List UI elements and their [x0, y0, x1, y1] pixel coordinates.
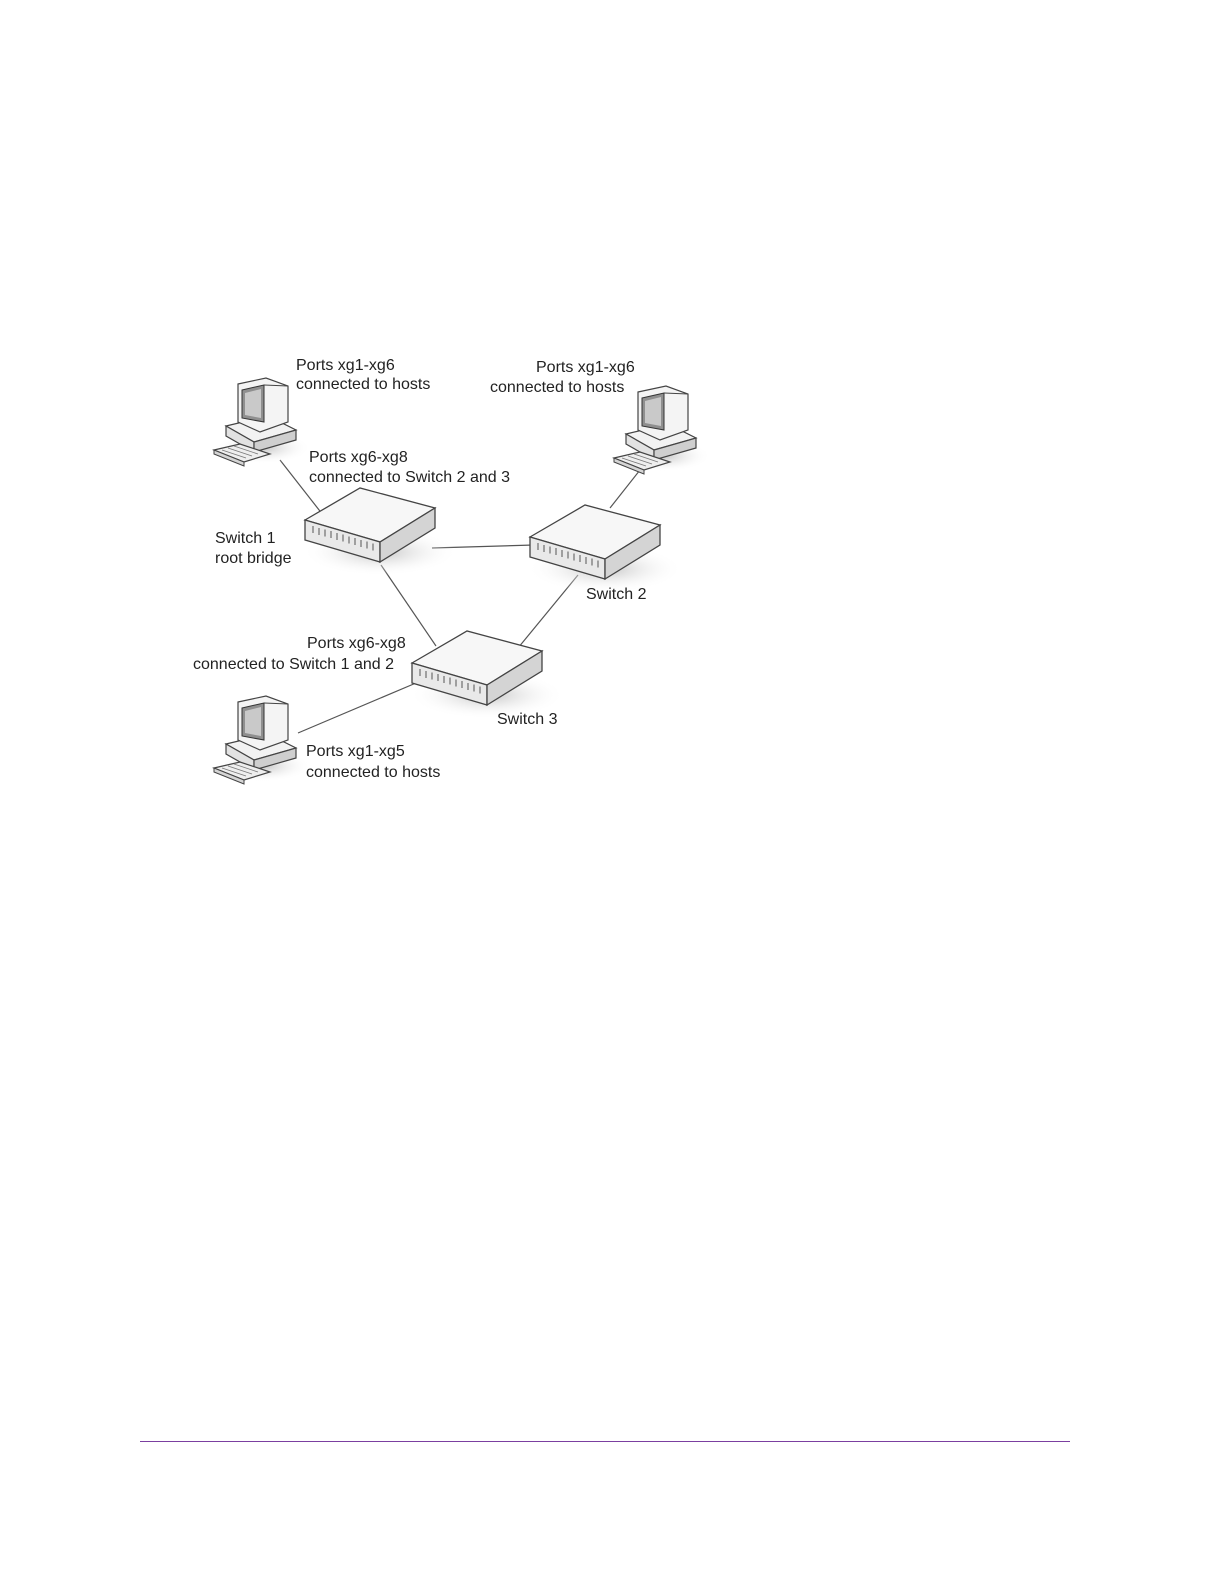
- host-3-desktop-computer-icon: [214, 696, 311, 784]
- footer-divider: [140, 1441, 1070, 1442]
- link-host2-switch2: [610, 470, 640, 508]
- link-switch1-switch3: [381, 565, 436, 646]
- label-switch3-host-ports: Ports xg1-xg5 connected to hosts: [306, 743, 440, 781]
- label-switch1-uplink-ports: Ports xg6-xg8 connected to Switch 2 and …: [309, 449, 510, 486]
- label-switch3-name: Switch 3: [497, 711, 558, 728]
- label-switch2-name: Switch 2: [586, 586, 647, 603]
- link-host3-switch3: [298, 683, 416, 733]
- label-switch1-name: Switch 1 root bridge: [215, 530, 292, 567]
- label-switch3-uplink-ports: Ports xg6-xg8 connected to Switch 1 and …: [193, 635, 410, 673]
- host-2-desktop-computer-icon: [614, 386, 711, 474]
- label-switch2-host-ports: Ports xg1-xg6 connected to hosts: [490, 359, 639, 396]
- switch-3-network-switch-icon: [409, 631, 565, 719]
- label-switch1-host-ports: Ports xg1-xg6 connected to hosts: [296, 357, 430, 393]
- switch-1-network-switch-icon: [302, 488, 458, 576]
- switch-2-network-switch-icon: [527, 505, 683, 593]
